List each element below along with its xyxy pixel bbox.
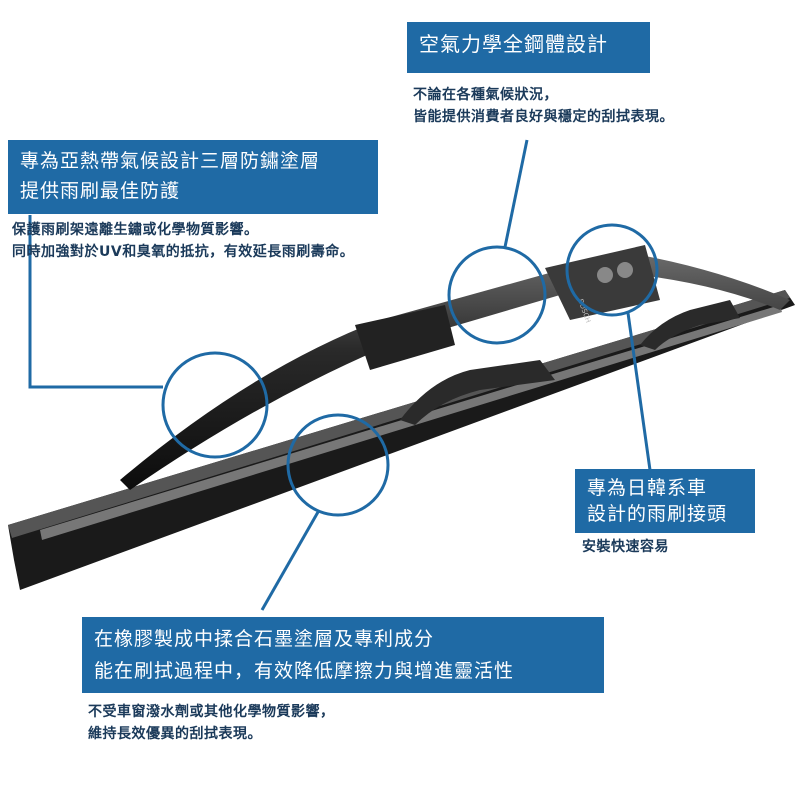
connector-aero [503,139,529,248]
rubber-desc-line: 維持長效優異的刮拭表現。 [88,726,262,742]
rubber-title: 在橡膠製成中揉合石墨塗層及專利成分 [94,628,435,650]
aero-desc-line: 皆能提供消費者良好與穩定的刮拭表現。 [413,109,674,125]
highlight-circle-aero [447,245,547,345]
highlight-circle-rubber [286,413,390,517]
coating-desc-line: 同時加強對於UV和臭氧的抵抗，有效延長雨刷壽命。 [12,244,355,260]
rubber-desc-line: 不受車窗潑水劑或其他化學物質影響， [88,704,335,720]
callout-lines [28,139,659,611]
adapter-title-box: 專為日韓系車 設計的雨刷接頭 [575,469,755,533]
connector-adapter [626,312,652,471]
coating-desc-line: 保護雨刷架遠離生鏽或化學物質影響。 [12,222,259,238]
rubber-title: 能在刷拭過程中，有效降低摩擦力與增進靈活性 [94,660,515,682]
aero-title-box: 空氣力學全鋼體設計 [407,22,650,73]
wiper-blade: BOSCH [8,245,795,590]
aero-description: 不論在各種氣候狀況， 皆能提供消費者良好與穩定的刮拭表現。 [413,84,674,128]
aero-title: 空氣力學全鋼體設計 [419,32,608,56]
highlight-circle-adapter [565,223,659,317]
coating-title-box: 專為亞熱帶氣候設計三層防鏽塗層 提供雨刷最佳防護 [8,140,378,214]
coating-description: 保護雨刷架遠離生鏽或化學物質影響。 同時加強對於UV和臭氧的抵抗，有效延長雨刷壽… [12,219,354,263]
adapter-title: 專為日韓系車 [587,477,708,499]
connector-coating [28,215,163,389]
coating-title: 提供雨刷最佳防護 [20,180,181,202]
rubber-description: 不受車窗潑水劑或其他化學物質影響， 維持長效優異的刮拭表現。 [88,701,335,745]
aero-desc-line: 不論在各種氣候狀況， [413,87,558,103]
adapter-title: 設計的雨刷接頭 [587,503,728,525]
adapter-description: 安裝快速容易 [582,536,669,558]
coating-title: 專為亞熱帶氣候設計三層防鏽塗層 [20,150,321,172]
connector-rubber [260,511,320,611]
rubber-title-box: 在橡膠製成中揉合石墨塗層及專利成分 能在刷拭過程中，有效降低摩擦力與增進靈活性 [82,617,604,693]
highlight-circle-coating [161,351,269,459]
adapter-desc-line: 安裝快速容易 [582,539,669,555]
